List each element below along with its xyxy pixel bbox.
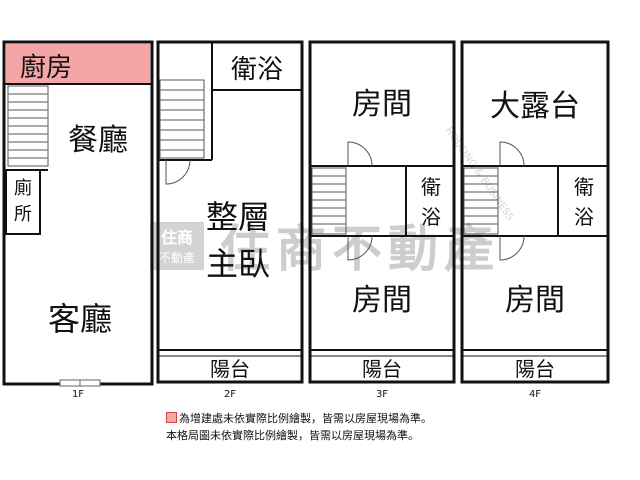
room-toilet-1f-a: 廁 xyxy=(14,177,32,199)
room-balcony-4f: 陽台 xyxy=(515,357,555,381)
stairs-1f xyxy=(7,85,49,167)
room-balcony-2f: 陽台 xyxy=(210,357,250,381)
door-swing-3f-top xyxy=(347,141,373,167)
floor-3f: 房間 衛 浴 房間 陽台 3F xyxy=(308,40,456,400)
room-3f-bottom: 房間 xyxy=(352,283,412,318)
room-terrace-4f: 大露台 xyxy=(490,89,580,124)
floor-4f-outline xyxy=(460,40,610,384)
door-swing-2f xyxy=(165,159,191,185)
extension-swatch xyxy=(166,412,177,423)
kitchen-extension-area xyxy=(6,44,150,84)
room-living: 客廳 xyxy=(48,300,112,338)
stairs-3f xyxy=(311,167,347,235)
stairs-4f xyxy=(463,167,499,235)
entrance-door xyxy=(59,379,101,387)
room-toilet-1f-b: 所 xyxy=(14,204,32,225)
room-dining: 餐廳 xyxy=(68,123,128,158)
floor-4f: 大露台 衛 浴 房間 陽台 4F xyxy=(460,40,610,400)
toilet-1f-walls xyxy=(5,169,41,235)
watermark-logo-line1: 住商 xyxy=(161,228,193,247)
room-bath-4f-a: 衛 xyxy=(574,175,594,199)
room-master-2f-a: 整層 xyxy=(206,198,270,236)
room-4f-bottom: 房間 xyxy=(505,283,565,318)
room-bath-2f: 衛浴 xyxy=(231,55,283,85)
door-swing-4f-top xyxy=(499,141,525,167)
floor-label-1f: 1F xyxy=(72,389,84,400)
floor-label-2f: 2F xyxy=(224,389,236,400)
floor-label-3f: 3F xyxy=(376,389,388,400)
legend-note-2-text: 本格局圖未依實際比例繪製，皆需以房屋現場為準。 xyxy=(166,429,419,442)
room-bath-4f-b: 浴 xyxy=(574,205,594,229)
floor-label-4f: 4F xyxy=(529,389,541,400)
legend-note-1-text: 為增建處未依實際比例繪製，皆需以房屋現場為準。 xyxy=(179,412,432,425)
legend-note-2: 本格局圖未依實際比例繪製，皆需以房屋現場為準。 xyxy=(166,427,586,443)
room-master-2f-b: 主臥 xyxy=(206,245,270,283)
door-swing-3f-bottom xyxy=(347,235,373,261)
floor-3f-outline xyxy=(308,40,456,384)
floor-2f: 衛浴 整層 主臥 陽台 2F xyxy=(156,40,304,400)
room-kitchen: 廚房 xyxy=(20,53,72,83)
door-swing-4f-bottom xyxy=(499,235,525,261)
room-bath-3f-b: 浴 xyxy=(421,205,441,229)
stairs-2f xyxy=(159,79,205,159)
watermark-text: 住商不動產 xyxy=(220,220,500,278)
floor-1f: 廚房 餐廳 廁 所 客廳 1F xyxy=(2,40,154,400)
floor-2f-outline xyxy=(156,40,304,384)
watermark-logo-line2: 不動產 xyxy=(159,250,195,265)
legend-note-1: 為增建處未依實際比例繪製，皆需以房屋現場為準。 xyxy=(166,410,586,426)
room-bath-3f-a: 衛 xyxy=(421,175,441,199)
room-balcony-3f: 陽台 xyxy=(362,357,402,381)
room-3f-top: 房間 xyxy=(352,87,412,122)
